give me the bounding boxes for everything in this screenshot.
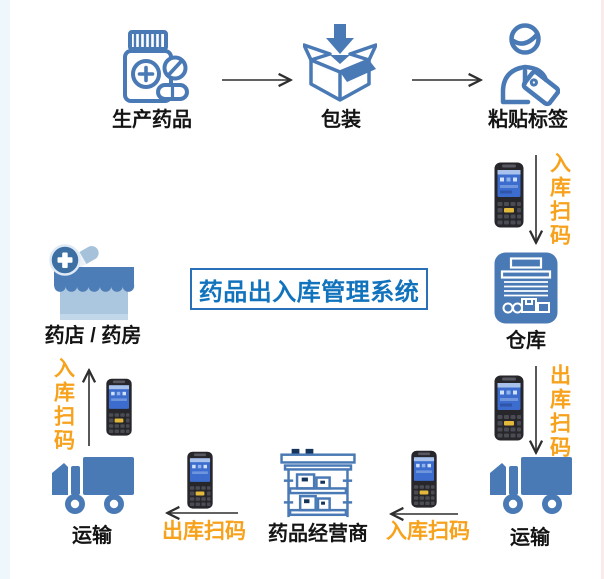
- right-edge-strip: [601, 0, 604, 579]
- handheld-scanner-icon: [410, 449, 438, 511]
- distributor-in-scan-label: 入库扫码: [386, 520, 470, 543]
- warehouse-out-scan-label: 出库扫码: [547, 364, 571, 460]
- warehouse-label: 仓库: [506, 330, 546, 352]
- distributor-out-scan-label: 出库扫码: [162, 520, 246, 543]
- transport-left-label: 运输: [72, 525, 112, 547]
- left-edge-strip: [0, 0, 10, 579]
- transport-right-label: 运输: [510, 527, 550, 549]
- produce-label: 生产药品: [112, 109, 192, 131]
- system-title: 药品出入库管理系统: [198, 278, 420, 306]
- system-title-box: 药品出入库管理系统: [190, 268, 428, 310]
- handheld-scanner-icon: [186, 450, 214, 512]
- pharmacy-store-icon: [43, 242, 143, 326]
- handheld-scanner-icon: [493, 161, 525, 231]
- distributor-label: 药品经营商: [268, 523, 368, 545]
- labeling-label: 粘贴标签: [488, 109, 568, 131]
- truck-icon: [48, 455, 136, 519]
- truck-icon: [486, 455, 574, 519]
- person-with-tag-icon: [496, 20, 560, 108]
- warehouse-in-scan-label: 入库扫码: [547, 152, 571, 248]
- pharmacy-label: 药店 / 药房: [44, 325, 142, 347]
- medicine-bottle-icon: [113, 28, 191, 108]
- handheld-scanner-icon: [105, 377, 133, 439]
- warehouse-building-icon: [494, 252, 558, 324]
- open-box-arrow-icon: [303, 22, 377, 110]
- storage-shelf-icon: [280, 448, 356, 518]
- packaging-label: 包装: [321, 109, 361, 131]
- handheld-scanner-icon: [493, 374, 525, 444]
- pharmacy-in-scan-label: 入库扫码: [51, 357, 75, 453]
